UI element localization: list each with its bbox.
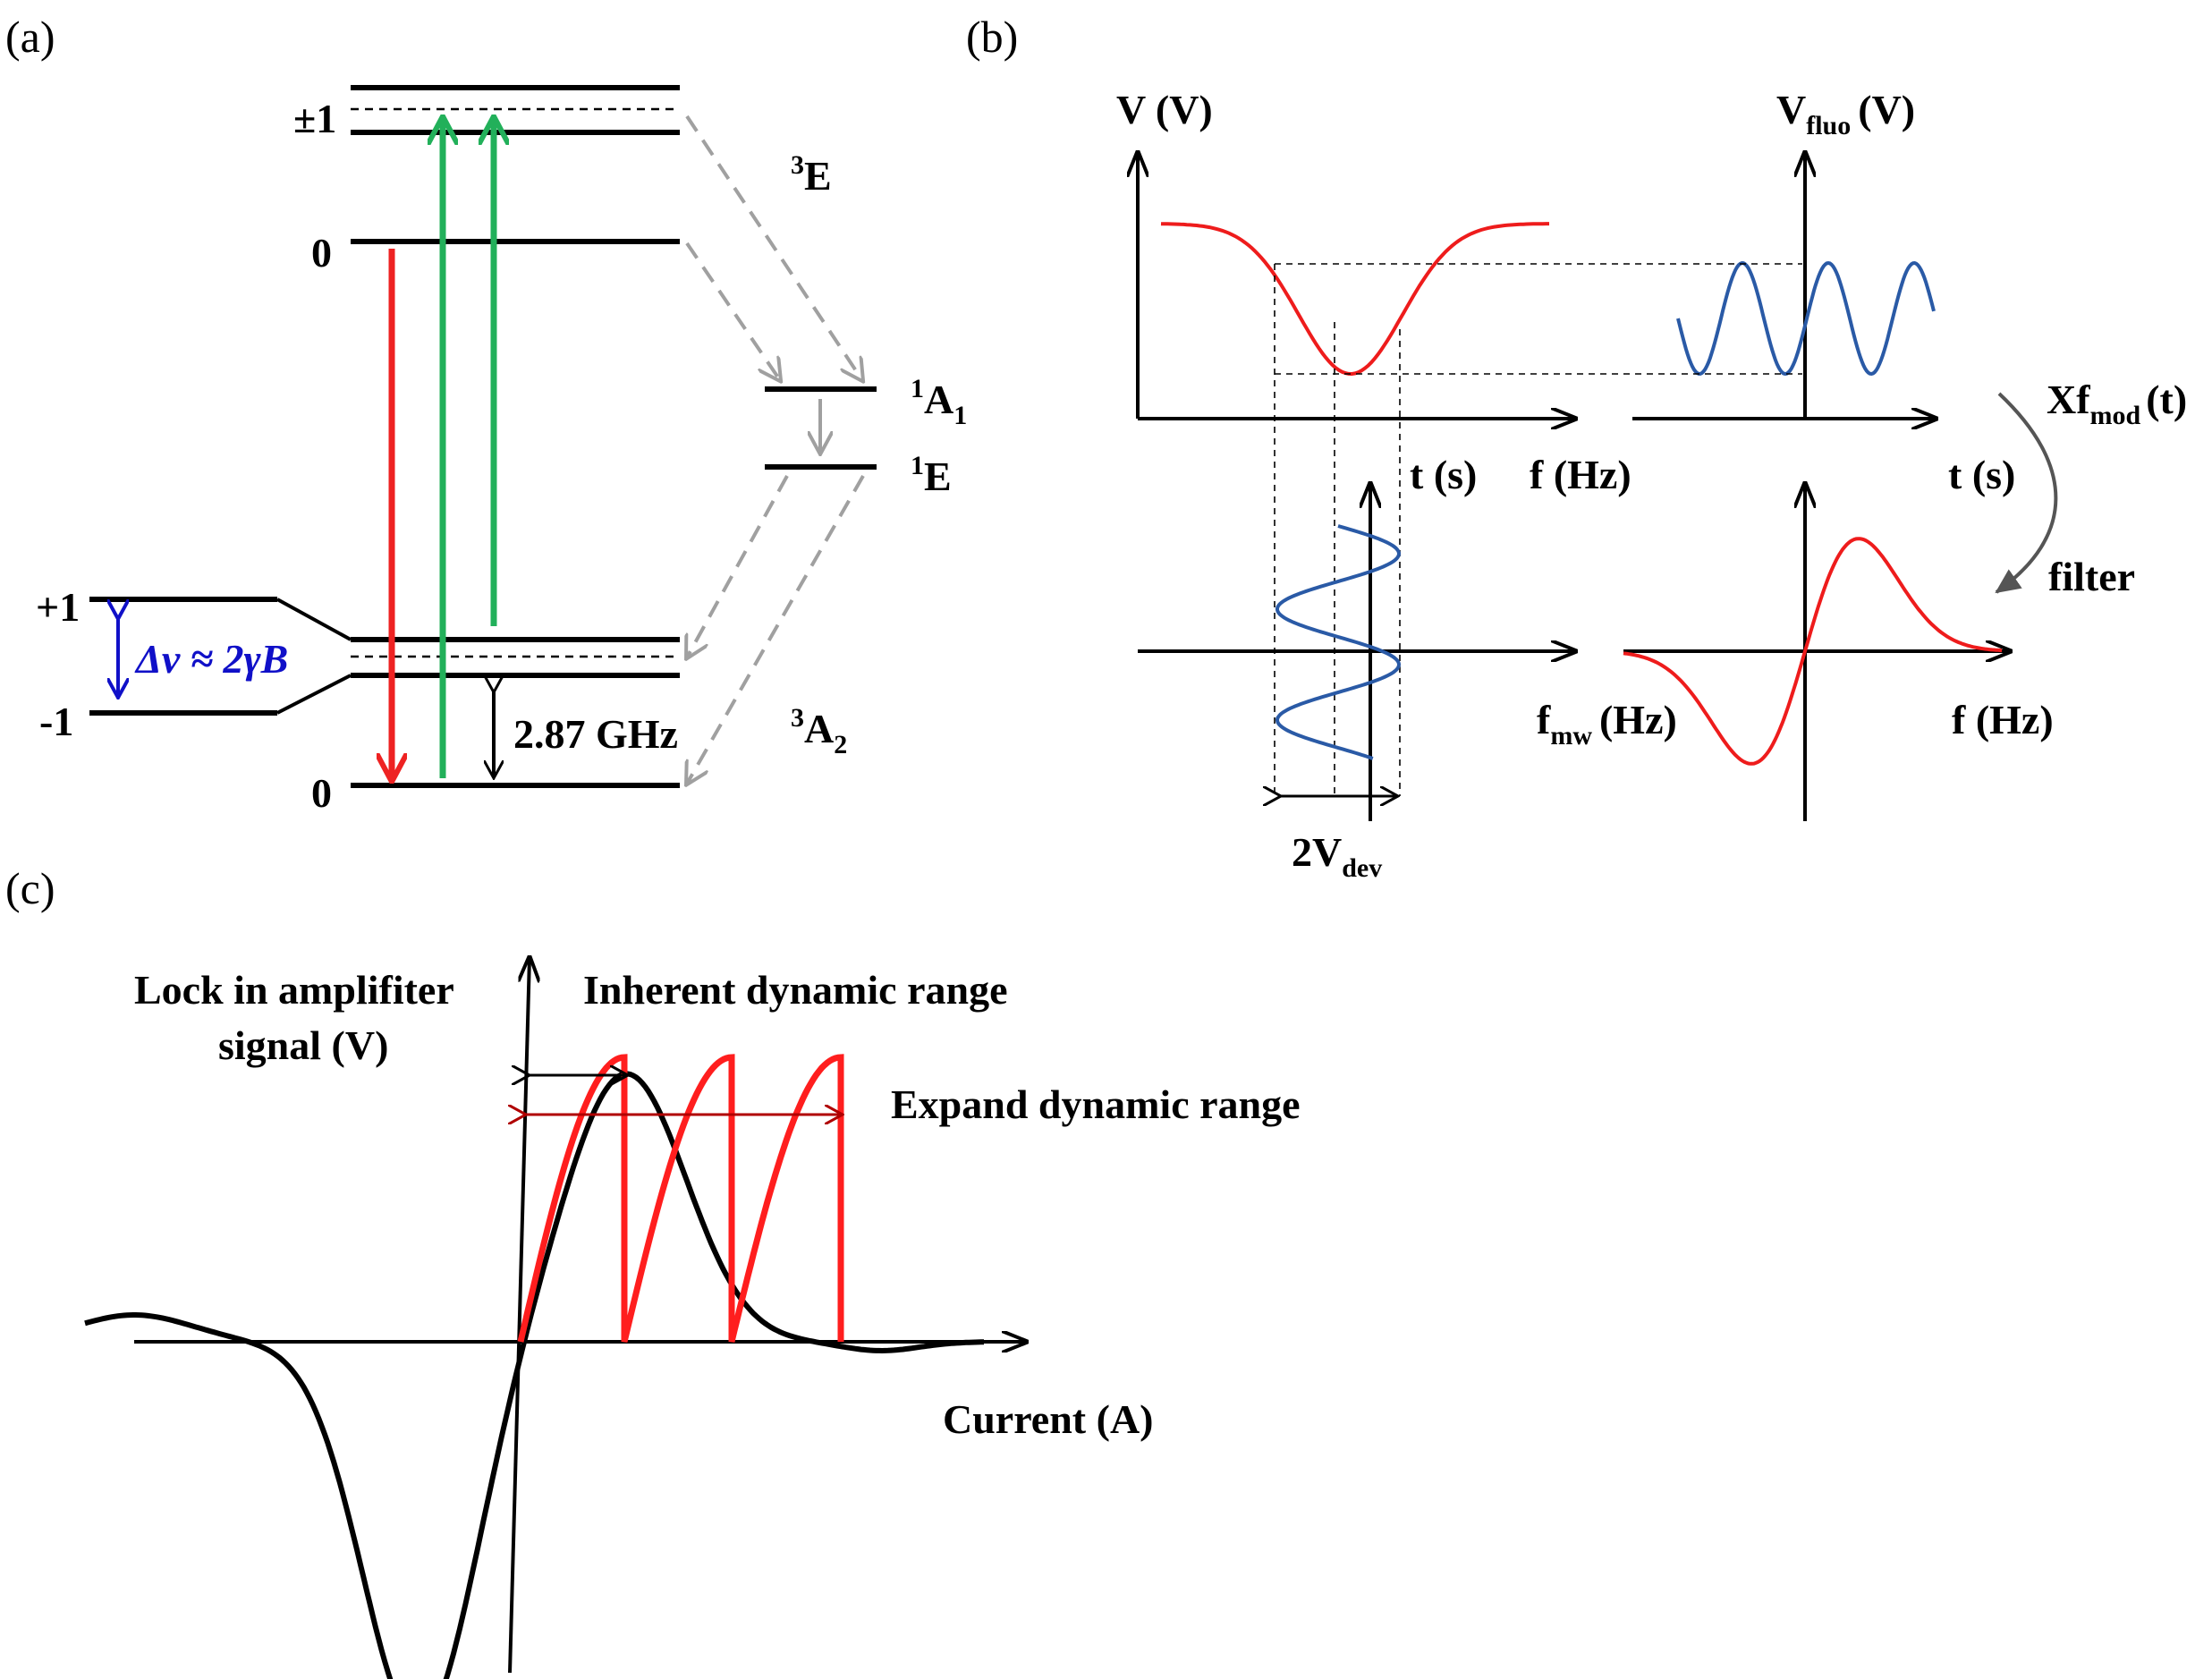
lockin-signal-curve: [84, 1071, 984, 1679]
zeeman-label: Δν ≈ 2γB: [134, 636, 288, 682]
c-y-label-line1: Lock in amplifiter: [134, 967, 454, 1013]
odmr-dip-curve: [1160, 222, 1549, 377]
panel-c-label: (c): [5, 863, 55, 913]
panel-a-label: (a): [5, 12, 55, 62]
isc-arrow-to-gs: [687, 475, 789, 657]
derivative-curve: [1623, 537, 2003, 766]
c-x-label: Current (A): [943, 1396, 1153, 1442]
expand-range-label: Expand dynamic range: [891, 1081, 1301, 1127]
gs-p1-label: +1: [36, 584, 80, 630]
inherent-range-label: Inherent dynamic range: [583, 967, 1008, 1013]
mid-f-label: f (Hz): [1530, 452, 1631, 497]
state-3e-label: 3E: [791, 150, 832, 199]
es-0-label: 0: [311, 230, 332, 276]
panel-b: (b) V (V) t (s) f (Hz) Vfluo(V) t (s) Xf…: [966, 12, 2187, 883]
gs-m1-connector: [276, 674, 352, 715]
gs-p1-connector: [276, 598, 352, 641]
bl-x-label: fmw(Hz): [1537, 697, 1677, 750]
tl-y-label: V (V): [1116, 87, 1213, 132]
tr-x-label: t (s): [1948, 452, 2015, 497]
zfs-label: 2.87 GHz: [513, 711, 678, 757]
filter-arrow: [1995, 392, 2058, 594]
gs-m1-label: -1: [39, 699, 73, 744]
isc-arrow-pm1: [685, 114, 862, 380]
mw-modulation-curve: [1275, 524, 1402, 760]
panel-c: (c) Lock in amplifiter signal (V) Inhere…: [5, 863, 1301, 1679]
state-1a1-label: 1A1: [911, 374, 967, 430]
filter-label: filter: [2048, 554, 2135, 599]
c-y-label-line2: signal (V): [218, 1022, 388, 1068]
deviation-label: 2Vdev: [1292, 829, 1382, 883]
isc-arrow-to-gs0: [687, 475, 865, 784]
fluo-modulated-curve: [1676, 260, 1936, 377]
panel-b-label: (b): [966, 12, 1018, 62]
panel-a: (a) ±1 0 3E 1A1 1E +1 -1 0: [5, 12, 967, 816]
br-x-label: f (Hz): [1952, 697, 2054, 742]
state-1e-label: 1E: [911, 451, 952, 499]
gs-0-label: 0: [311, 770, 332, 816]
output-label: Xfmod(t): [2047, 377, 2187, 430]
isc-arrow-0: [685, 242, 780, 380]
state-3a2-label: 3A2: [791, 703, 847, 759]
tr-y-label: Vfluo(V): [1776, 87, 1915, 140]
expanded-signal-curve: [517, 1054, 844, 1343]
tl-x-label: t (s): [1410, 452, 1477, 497]
es-pm1-label: ±1: [293, 96, 336, 141]
